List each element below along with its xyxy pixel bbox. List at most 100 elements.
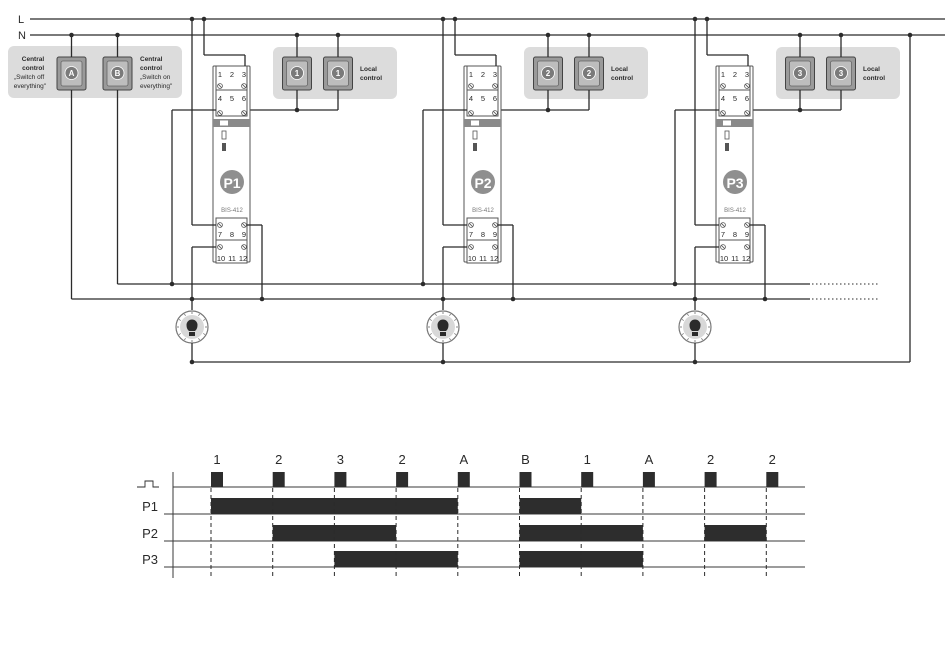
pulse-mark	[458, 472, 470, 487]
line-l-label: L	[18, 14, 24, 26]
local-button-label: 1	[336, 69, 341, 78]
row-bars	[211, 498, 766, 567]
terminal-6: 6	[242, 94, 246, 103]
terminal-5: 5	[481, 94, 485, 103]
pulse-label: 2	[769, 452, 776, 467]
terminal-1: 1	[721, 70, 725, 79]
relay-module-p2: 123456789101112P2BIS-412	[464, 66, 501, 263]
relay-code: BIS-412	[221, 208, 243, 214]
pulse-label: 1	[584, 452, 591, 467]
line-n-label: N	[18, 30, 26, 42]
central-panel-bg	[8, 46, 182, 98]
terminal-2: 2	[230, 70, 234, 79]
button-a-label: A	[69, 69, 75, 78]
terminal-12: 12	[742, 254, 750, 263]
pulse-mark	[396, 472, 408, 487]
terminal-9: 9	[242, 230, 246, 239]
pulse-label: 1	[213, 452, 220, 467]
pulse-marks	[211, 472, 778, 487]
pulse-label: B	[521, 452, 530, 467]
terminal-10: 10	[720, 254, 728, 263]
button-b-label: B	[115, 69, 121, 78]
terminal-9: 9	[493, 230, 497, 239]
relay-code: BIS-412	[724, 208, 746, 214]
terminal-7: 7	[721, 230, 725, 239]
lamp-p3	[679, 311, 711, 343]
local-button-1-2[interactable]: 1	[324, 57, 353, 90]
terminal-3: 3	[493, 70, 497, 79]
terminal-11: 11	[228, 254, 236, 263]
terminal-5: 5	[733, 94, 737, 103]
pulse-label: A	[459, 452, 468, 467]
terminal-12: 12	[239, 254, 247, 263]
power-rails: L N	[18, 14, 945, 42]
terminal-3: 3	[242, 70, 246, 79]
terminal-11: 11	[479, 254, 487, 263]
relay-label: P1	[223, 175, 240, 191]
pulse-label: 2	[275, 452, 282, 467]
pulse-symbol	[137, 481, 159, 487]
terminal-10: 10	[217, 254, 225, 263]
local-button-label: 3	[839, 69, 844, 78]
terminal-9: 9	[745, 230, 749, 239]
lamp-p1	[176, 311, 208, 343]
terminal-4: 4	[469, 94, 473, 103]
row-label-p1: P1	[142, 499, 158, 514]
local-button-label: 1	[295, 69, 300, 78]
local-button-3-2[interactable]: 3	[827, 57, 856, 90]
terminal-6: 6	[493, 94, 497, 103]
local-button-label: 3	[798, 69, 803, 78]
terminal-1: 1	[218, 70, 222, 79]
terminal-7: 7	[469, 230, 473, 239]
terminal-10: 10	[468, 254, 476, 263]
pulse-mark	[520, 472, 532, 487]
row-label-p2: P2	[142, 526, 158, 541]
local-button-2-1[interactable]: 2	[534, 57, 563, 90]
terminal-2: 2	[481, 70, 485, 79]
central-control-panel: Central control „Switch off everything" …	[8, 33, 182, 299]
pulse-label: 2	[398, 452, 405, 467]
central-button-b[interactable]: B	[103, 57, 132, 90]
terminal-11: 11	[731, 254, 739, 263]
pulse-mark	[334, 472, 346, 487]
relay-code: BIS-412	[472, 208, 494, 214]
terminal-2: 2	[733, 70, 737, 79]
terminal-4: 4	[218, 94, 222, 103]
relay-label: P2	[474, 175, 491, 191]
terminal-8: 8	[733, 230, 737, 239]
terminal-8: 8	[230, 230, 234, 239]
pulse-mark	[211, 472, 223, 487]
terminal-8: 8	[481, 230, 485, 239]
central-button-a[interactable]: A	[57, 57, 86, 90]
terminal-3: 3	[745, 70, 749, 79]
terminal-6: 6	[745, 94, 749, 103]
state-bar-p2	[705, 525, 767, 541]
local-button-label: 2	[546, 69, 551, 78]
local-button-3-1[interactable]: 3	[786, 57, 815, 90]
local-button-1-1[interactable]: 1	[283, 57, 312, 90]
pulse-label: A	[645, 452, 654, 467]
terminal-5: 5	[230, 94, 234, 103]
pulse-mark	[273, 472, 285, 487]
local-button-2-2[interactable]: 2	[575, 57, 604, 90]
pulse-label: 2	[707, 452, 714, 467]
pulse-mark	[766, 472, 778, 487]
row-label-p3: P3	[142, 552, 158, 567]
terminal-12: 12	[490, 254, 498, 263]
lamp-p2	[427, 311, 459, 343]
local-button-label: 2	[587, 69, 592, 78]
terminal-1: 1	[469, 70, 473, 79]
pulse-mark	[705, 472, 717, 487]
pulse-mark	[581, 472, 593, 487]
state-bar-p1	[520, 498, 582, 514]
terminal-7: 7	[218, 230, 222, 239]
